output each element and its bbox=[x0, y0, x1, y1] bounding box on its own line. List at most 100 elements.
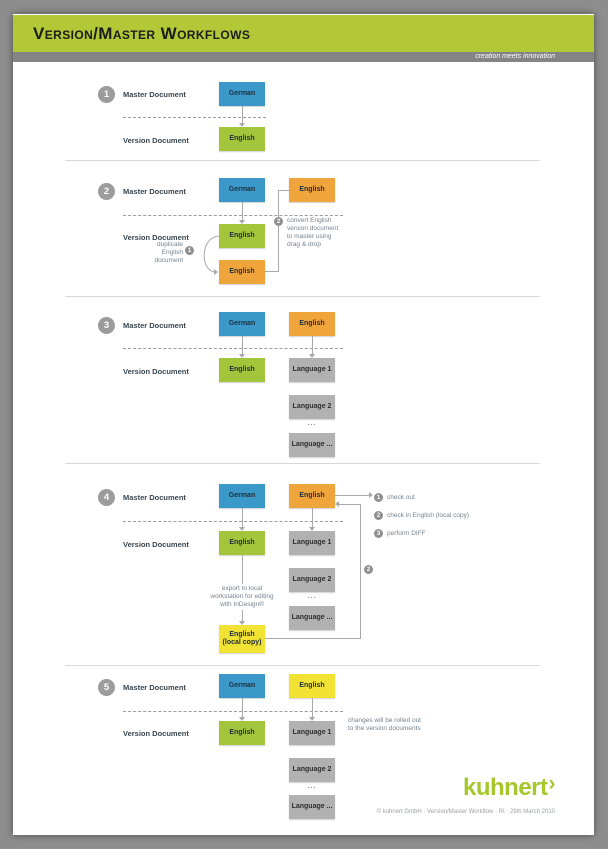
return-connector bbox=[360, 504, 361, 639]
version-document-label: Version Document bbox=[123, 136, 189, 145]
return-connector bbox=[265, 638, 360, 639]
step-number-1: 1 bbox=[98, 86, 115, 103]
master-document-label: Master Document bbox=[123, 187, 186, 196]
connector-line bbox=[242, 698, 243, 717]
master-document-label: Master Document bbox=[123, 493, 186, 502]
section-separator bbox=[65, 463, 540, 464]
connector-line bbox=[312, 698, 313, 717]
rollout-note: changes will be rolled out to the versio… bbox=[348, 717, 421, 733]
step-badge: 1 bbox=[374, 493, 383, 502]
box-english-version: English bbox=[219, 358, 265, 382]
tagline-text: creation meets innovation bbox=[475, 53, 555, 60]
box-english-version: English bbox=[219, 127, 265, 151]
box-language-2: Language 2 bbox=[289, 758, 335, 782]
diff-note: perform DIFF bbox=[387, 530, 426, 537]
tagline-strip: creation meets innovation bbox=[13, 52, 594, 62]
elbow-connector bbox=[265, 271, 278, 272]
arrow-right-icon bbox=[214, 269, 218, 275]
arrow-down-icon bbox=[309, 527, 315, 531]
connector-line bbox=[242, 508, 243, 527]
box-english-duplicate: English bbox=[219, 260, 265, 284]
arrow-down-icon bbox=[239, 527, 245, 531]
page-title: Version/Master Workflows bbox=[33, 23, 251, 43]
master-version-divider bbox=[123, 711, 343, 712]
master-document-label: Master Document bbox=[123, 321, 186, 330]
box-english-version: English bbox=[219, 224, 265, 248]
master-version-divider bbox=[123, 215, 343, 216]
convert-note: convert English version document to mast… bbox=[287, 217, 339, 249]
arrow-right-icon bbox=[369, 492, 373, 498]
duplicate-note: duplicate English document bbox=[154, 241, 183, 265]
export-connector bbox=[242, 555, 243, 584]
section-separator bbox=[65, 665, 540, 666]
box-language-n: Language ... bbox=[289, 606, 335, 630]
box-german: German bbox=[219, 674, 265, 698]
arrow-left-icon bbox=[335, 501, 339, 507]
ellipsis-text: ... bbox=[307, 783, 317, 790]
arrow-down-icon bbox=[239, 354, 245, 358]
duplicate-arc-connector bbox=[203, 235, 220, 273]
master-version-divider bbox=[123, 521, 343, 522]
copyright-text: © kuhnert GmbH · Version/Master Workflow… bbox=[376, 809, 555, 815]
box-english-master: English bbox=[289, 484, 335, 508]
duplicate-step-badge: 1 bbox=[185, 246, 194, 255]
box-german: German bbox=[219, 484, 265, 508]
master-document-label: Master Document bbox=[123, 683, 186, 692]
box-english-version: English bbox=[219, 721, 265, 745]
master-document-label: Master Document bbox=[123, 90, 186, 99]
connector-line bbox=[242, 106, 243, 123]
step-badge: 3 bbox=[374, 529, 383, 538]
export-note: export to local workstation for editing … bbox=[210, 585, 274, 609]
box-german: German bbox=[219, 312, 265, 336]
logo-chevron-icon: › bbox=[548, 772, 556, 795]
version-document-label: Version Document bbox=[123, 233, 189, 242]
ellipsis-text: ... bbox=[307, 420, 317, 427]
step-badge: 2 bbox=[374, 511, 383, 520]
arrow-down-icon bbox=[309, 717, 315, 721]
connector-line bbox=[242, 336, 243, 354]
master-version-divider bbox=[123, 117, 266, 118]
connector-line bbox=[242, 202, 243, 220]
version-document-label: Version Document bbox=[123, 367, 189, 376]
box-language-2: Language 2 bbox=[289, 568, 335, 592]
box-english-master: English bbox=[289, 312, 335, 336]
version-document-label: Version Document bbox=[123, 540, 189, 549]
box-language-1: Language 1 bbox=[289, 721, 335, 745]
box-language-n: Language ... bbox=[289, 795, 335, 819]
elbow-connector bbox=[278, 190, 289, 191]
arrow-down-icon bbox=[239, 123, 245, 127]
return-step-badge: 2 bbox=[364, 565, 373, 574]
box-german: German bbox=[219, 82, 265, 106]
arrow-down-icon bbox=[239, 717, 245, 721]
version-document-label: Version Document bbox=[123, 729, 189, 738]
step-number-5: 5 bbox=[98, 679, 115, 696]
box-language-1: Language 1 bbox=[289, 358, 335, 382]
box-language-1: Language 1 bbox=[289, 531, 335, 555]
connector-line bbox=[312, 508, 313, 527]
elbow-connector bbox=[278, 190, 279, 272]
arrow-down-icon bbox=[309, 354, 315, 358]
step-number-3: 3 bbox=[98, 317, 115, 334]
checkout-connector bbox=[335, 495, 369, 496]
logo-text: kuhnert bbox=[462, 774, 548, 801]
arrow-down-icon bbox=[239, 220, 245, 224]
convert-step-badge: 2 bbox=[274, 217, 283, 226]
section-separator bbox=[65, 296, 540, 297]
connector-line bbox=[312, 336, 313, 354]
return-connector bbox=[339, 504, 360, 505]
box-german: German bbox=[219, 178, 265, 202]
ellipsis-text: ... bbox=[307, 593, 317, 600]
master-version-divider bbox=[123, 348, 343, 349]
document-page: Version/Master Workflows creation meets … bbox=[13, 14, 594, 835]
checkout-note: check out bbox=[387, 494, 415, 501]
box-language-n: Language ... bbox=[289, 433, 335, 457]
header-bar: Version/Master Workflows bbox=[13, 15, 594, 52]
box-english-new-master: English bbox=[289, 178, 335, 202]
section-separator bbox=[65, 160, 540, 161]
step-number-4: 4 bbox=[98, 489, 115, 506]
box-language-2: Language 2 bbox=[289, 395, 335, 419]
box-english-master-updated: English bbox=[289, 674, 335, 698]
kuhnert-logo: kuhnert› bbox=[463, 772, 555, 802]
checkin-note: check in English (local copy) bbox=[387, 512, 470, 519]
